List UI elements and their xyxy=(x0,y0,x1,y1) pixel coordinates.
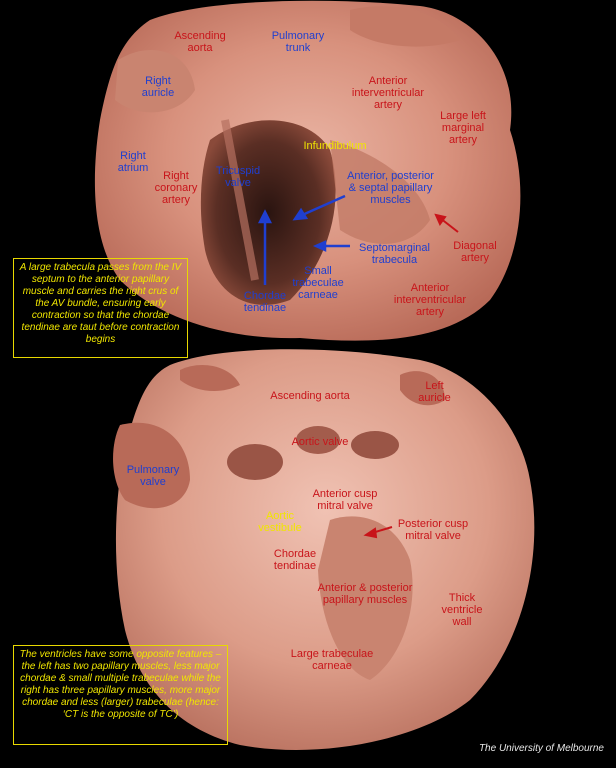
label-right-coronary-artery: Right coronary artery xyxy=(154,170,198,206)
label-posterior-cusp-mitral: Posterior cusp mitral valve xyxy=(397,518,469,542)
label-thick-ventricle-wall: Thick ventricle wall xyxy=(441,592,483,628)
label-large-trabeculae-carneae: Large trabeculae carneae xyxy=(290,648,374,672)
label-right-auricle: Right auricle xyxy=(141,75,175,99)
label-chordae-tendinae-top: Chordae tendinae xyxy=(243,290,287,314)
posterior-cusp-arrow xyxy=(363,526,393,539)
label-large-left-marginal-artery: Large left marginal artery xyxy=(440,110,486,146)
label-anterior-interventricular-artery-top: Anterior interventricular artery xyxy=(351,75,425,111)
note-box-top: A large trabecula passes from the IV sep… xyxy=(13,258,188,358)
label-aortic-valve: Aortic valve xyxy=(291,436,349,448)
label-diagonal-artery: Diagonal artery xyxy=(453,240,497,264)
label-papillary-muscles-top: Anterior, posterior & septal papillary m… xyxy=(347,170,434,206)
label-pulmonary-valve: Pulmonary valve xyxy=(126,464,180,488)
label-septomarginal-trabecula: Septomarginal trabecula xyxy=(359,242,430,266)
lower-heart-specimen xyxy=(113,349,535,750)
note-box-bottom: The ventricles have some opposite featur… xyxy=(13,645,228,745)
label-aortic-vestibule: Aortic vestibule xyxy=(258,510,302,534)
label-chordae-tendinae-bottom: Chordae tendinae xyxy=(273,548,317,572)
label-small-trabeculae-carneae: Small trabeculae carneae xyxy=(292,265,344,301)
label-right-atrium: Right atrium xyxy=(117,150,149,174)
label-ascending-aorta-top: Ascending aorta xyxy=(174,30,226,54)
upper-heart-specimen xyxy=(94,0,521,341)
label-anterior-interventricular-artery-bottom: Anterior interventricular artery xyxy=(393,282,467,318)
label-ascending-aorta-bottom: Ascending aorta xyxy=(270,390,350,402)
credit-text: The University of Melbourne xyxy=(478,743,604,754)
diagonal-artery-arrow xyxy=(434,213,459,233)
label-papillary-muscles-bottom: Anterior & posterior papillary muscles xyxy=(317,582,413,606)
pointer-arrows xyxy=(257,194,350,285)
label-pulmonary-trunk: Pulmonary trunk xyxy=(271,30,325,54)
label-infundibulum: Infundibulum xyxy=(303,140,367,152)
label-left-auricle: Left auricle xyxy=(418,380,451,404)
label-tricuspid-valve: Tricuspid valve xyxy=(215,165,261,189)
label-anterior-cusp-mitral: Anterior cusp mitral valve xyxy=(312,488,378,512)
